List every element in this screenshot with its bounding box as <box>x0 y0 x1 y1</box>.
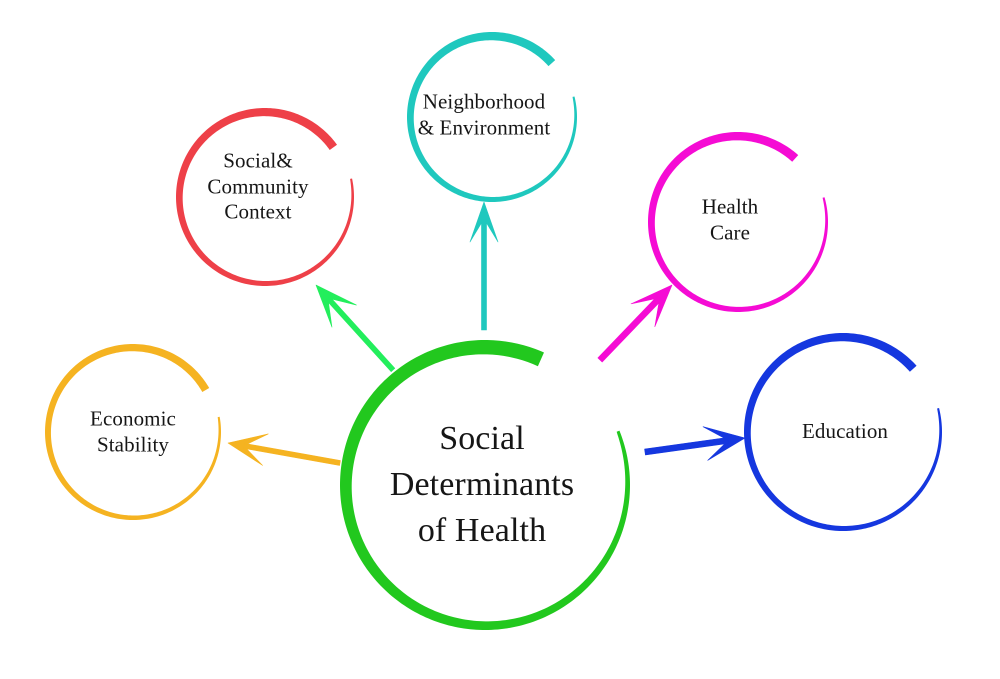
arrow-to-education-shape <box>644 426 746 461</box>
arrow-to-social-community-context-shape <box>315 284 396 372</box>
ring-social-community-context <box>176 108 354 286</box>
rings-layer <box>45 32 942 630</box>
arrow-to-neighborhood-environment-shape <box>469 201 499 331</box>
arrows-layer <box>227 201 746 466</box>
arrow-to-economic-stability-shape <box>227 433 341 466</box>
arrow-to-neighborhood-environment <box>469 201 499 331</box>
ring-neighborhood-environment <box>407 32 577 202</box>
arrow-to-health-care-shape <box>597 284 673 363</box>
arrow-to-education <box>644 426 746 461</box>
arrow-to-economic-stability <box>227 433 341 466</box>
arrow-to-social-community-context <box>315 284 396 372</box>
ring-health-care <box>648 132 828 312</box>
arrow-to-health-care <box>597 284 673 363</box>
ring-economic-stability <box>45 344 221 520</box>
ring-social-determinants-of-health <box>340 340 630 630</box>
ring-education <box>744 333 942 531</box>
